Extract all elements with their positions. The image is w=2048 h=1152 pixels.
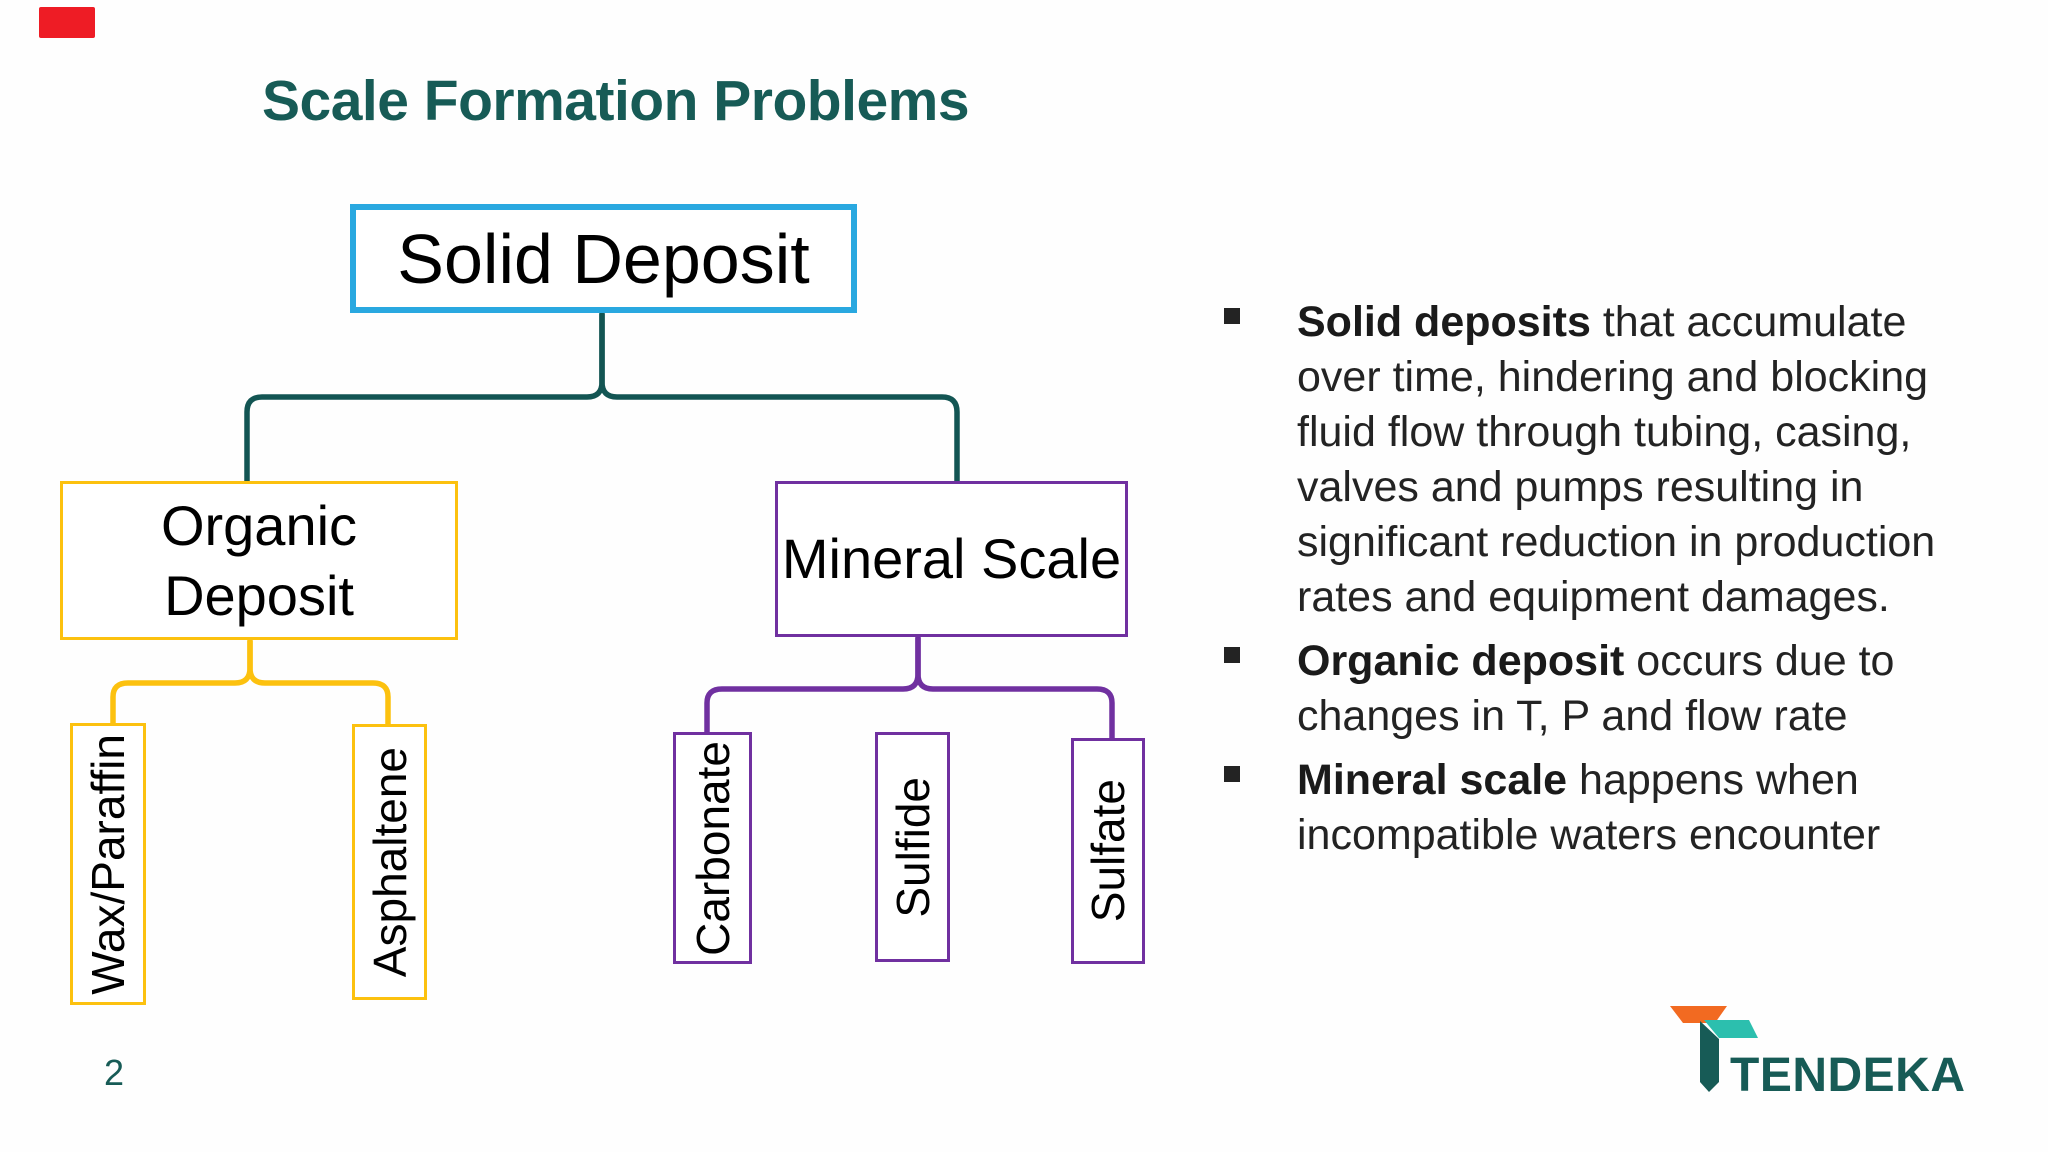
node-solid-deposit: Solid Deposit bbox=[350, 204, 857, 313]
node-mineral-scale-label: Mineral Scale bbox=[781, 527, 1122, 590]
bullet-square-icon bbox=[1224, 647, 1240, 663]
node-solid-deposit-label: Solid Deposit bbox=[397, 219, 810, 298]
bullet-item-solid-deposits: Solid deposits that accumulate over time… bbox=[1222, 295, 2000, 625]
bullet-bold-text: Solid deposits bbox=[1297, 298, 1591, 346]
page-number: 2 bbox=[104, 1052, 125, 1093]
node-sulfate-label: Sulfate bbox=[1082, 779, 1134, 923]
teal-brace-connector bbox=[244, 311, 960, 484]
bullet-item-organic-deposit: Organic deposit occurs due to changes in… bbox=[1222, 634, 2000, 744]
node-organic-deposit: Organic Deposit bbox=[60, 481, 458, 640]
node-asphaltene: Asphaltene bbox=[352, 724, 427, 1000]
bullet-text: Mineral scale happens when incompatible … bbox=[1297, 753, 2000, 863]
bullet-bold-text: Mineral scale bbox=[1297, 756, 1568, 804]
tendeka-logo-icon bbox=[1670, 1006, 1758, 1092]
bullet-list: Solid deposits that accumulate over time… bbox=[1222, 295, 2000, 872]
bullet-text: Organic deposit occurs due to changes in… bbox=[1297, 634, 2000, 744]
purple-brace-connector bbox=[704, 635, 1115, 741]
bullet-text: Solid deposits that accumulate over time… bbox=[1297, 295, 2000, 625]
node-carbonate-label: Carbonate bbox=[686, 740, 739, 956]
node-asphaltene-label: Asphaltene bbox=[363, 746, 416, 978]
node-sulfate: Sulfate bbox=[1071, 738, 1145, 964]
bullet-square-icon bbox=[1224, 308, 1240, 324]
page-title: Scale Formation Problems bbox=[262, 69, 970, 133]
node-sulfide: Sulfide bbox=[875, 732, 950, 962]
tendeka-logo-text: TENDEKA bbox=[1730, 1049, 1966, 1102]
bullet-item-mineral-scale: Mineral scale happens when incompatible … bbox=[1222, 753, 2000, 863]
bullet-rest-text: that accumulate over time, hindering and… bbox=[1297, 298, 1936, 621]
tendeka-logo: TENDEKA bbox=[1660, 998, 2000, 1108]
bullet-rest-text: occurs due to changes in T, P and flow r… bbox=[1297, 637, 1895, 740]
yellow-brace-connector bbox=[110, 638, 391, 727]
bullet-square-icon bbox=[1224, 766, 1240, 782]
bullet-rest-text: happens when incompatible waters encount… bbox=[1297, 756, 1881, 859]
red-marker bbox=[39, 7, 95, 38]
node-organic-deposit-label: Organic Deposit bbox=[160, 493, 358, 627]
node-wax-paraffin: Wax/Paraffin bbox=[70, 723, 146, 1005]
node-mineral-scale: Mineral Scale bbox=[775, 481, 1128, 637]
bullet-bold-text: Organic deposit bbox=[1297, 637, 1625, 685]
node-carbonate: Carbonate bbox=[673, 732, 752, 964]
node-wax-paraffin-label: Wax/Paraffin bbox=[82, 733, 134, 995]
node-sulfide-label: Sulfide bbox=[886, 776, 939, 918]
